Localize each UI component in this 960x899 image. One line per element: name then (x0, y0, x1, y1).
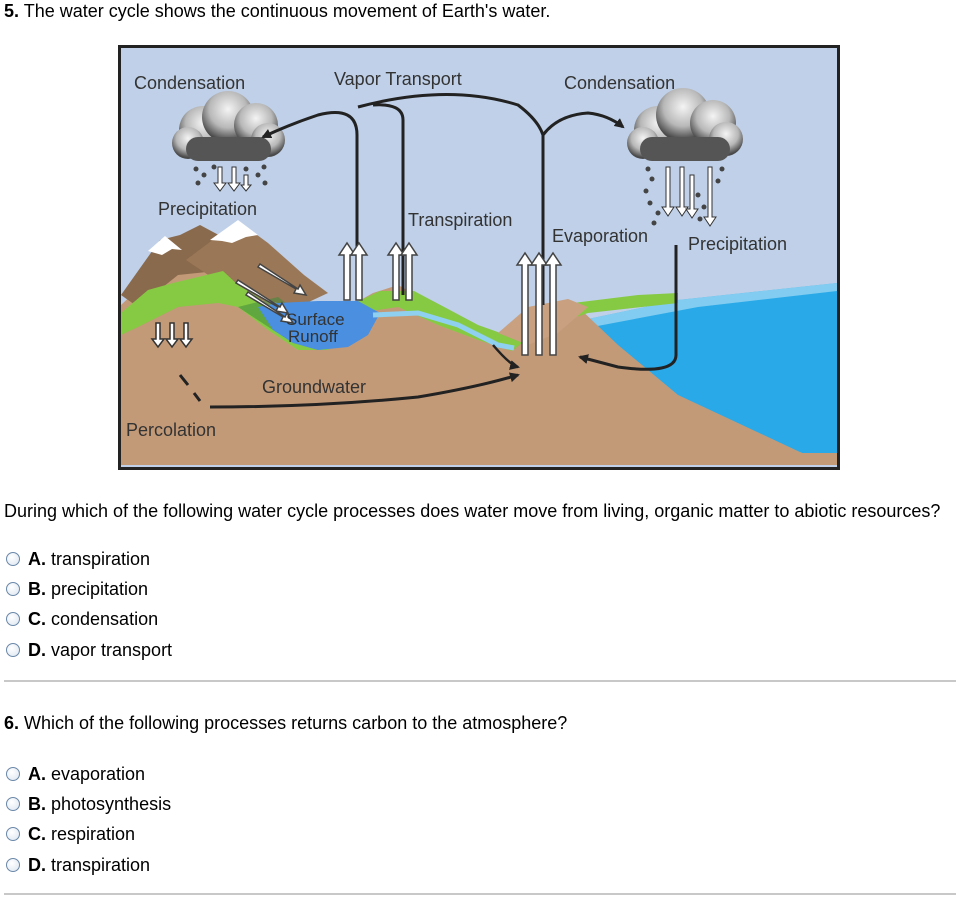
beach (498, 299, 588, 345)
cloud-right (627, 88, 743, 161)
label-precipitation-left: Precipitation (158, 199, 257, 219)
label-runoff: Runoff (288, 327, 338, 346)
q6-option-d[interactable]: D. transpiration (6, 853, 150, 877)
radio-icon[interactable] (6, 767, 20, 781)
snow-cap-left (148, 236, 182, 255)
label-transpiration: Transpiration (408, 210, 512, 230)
option-letter: A. (28, 548, 46, 569)
question-6-title: 6. Which of the following processes retu… (4, 712, 567, 734)
radio-icon[interactable] (6, 858, 20, 872)
runoff-arrows (234, 262, 308, 325)
evaporation-arrows (515, 251, 563, 356)
label-evaporation: Evaporation (552, 226, 648, 246)
vapor-arrow-right (541, 111, 625, 136)
water-cycle-svg: Condensation Vapor Transport Condensatio… (118, 45, 840, 470)
q5-option-a[interactable]: A. transpiration (6, 547, 150, 571)
option-text: transpiration (51, 854, 151, 875)
radio-icon[interactable] (6, 643, 20, 657)
option-letter: C. (28, 608, 46, 629)
label-condensation-left: Condensation (134, 73, 245, 93)
ocean-return-arrow (578, 245, 678, 371)
radio-icon[interactable] (6, 582, 20, 596)
vapor-arrow-left (261, 111, 359, 295)
option-text: respiration (51, 823, 136, 844)
label-condensation-right: Condensation (564, 73, 675, 93)
rain-left (193, 164, 268, 192)
option-text: transpiration (51, 548, 151, 569)
divider (4, 680, 956, 682)
question-5-intro: The water cycle shows the continuous mov… (23, 1, 551, 21)
label-surface: Surface (286, 310, 345, 329)
q6-option-a[interactable]: A. evaporation (6, 762, 145, 786)
snow-cap-middle (210, 220, 258, 243)
option-letter: D. (28, 639, 46, 660)
question-5-stem: During which of the following water cycl… (4, 501, 941, 521)
radio-icon[interactable] (6, 797, 20, 811)
option-text: vapor transport (51, 639, 173, 660)
label-vapor-transport: Vapor Transport (334, 69, 462, 89)
option-text: photosynthesis (51, 793, 172, 814)
q5-option-c[interactable]: C. condensation (6, 607, 158, 631)
cloud-left (172, 91, 285, 161)
radio-icon[interactable] (6, 612, 20, 626)
option-letter: A. (28, 763, 46, 784)
percolation-arrows (150, 322, 194, 349)
label-precipitation-right: Precipitation (688, 234, 787, 254)
question-5-title: 5. The water cycle shows the continuous … (4, 0, 550, 22)
vapor-arrow-main (357, 92, 545, 305)
label-groundwater: Groundwater (262, 377, 366, 397)
option-letter: B. (28, 578, 46, 599)
option-letter: D. (28, 854, 46, 875)
question-6-number: 6. (4, 713, 20, 733)
question-6-stem: Which of the following processes returns… (24, 713, 568, 733)
groundwater-arrow (209, 372, 520, 409)
q5-option-d[interactable]: D. vapor transport (6, 638, 172, 662)
option-text: precipitation (51, 578, 149, 599)
option-text: evaporation (51, 763, 146, 784)
question-5-number: 5. (4, 1, 20, 21)
transpiration-arrows (337, 241, 419, 301)
q6-option-c[interactable]: C. respiration (6, 822, 135, 846)
stream (372, 310, 515, 351)
rain-right (643, 166, 725, 227)
divider-bottom (4, 893, 956, 895)
label-percolation: Percolation (126, 420, 216, 440)
radio-icon[interactable] (6, 552, 20, 566)
water-cycle-diagram: Condensation Vapor Transport Condensatio… (118, 45, 842, 471)
option-text: condensation (51, 608, 159, 629)
q5-option-b[interactable]: B. precipitation (6, 577, 148, 601)
radio-icon[interactable] (6, 827, 20, 841)
q6-option-b[interactable]: B. photosynthesis (6, 792, 171, 816)
option-letter: C. (28, 823, 46, 844)
option-letter: B. (28, 793, 46, 814)
